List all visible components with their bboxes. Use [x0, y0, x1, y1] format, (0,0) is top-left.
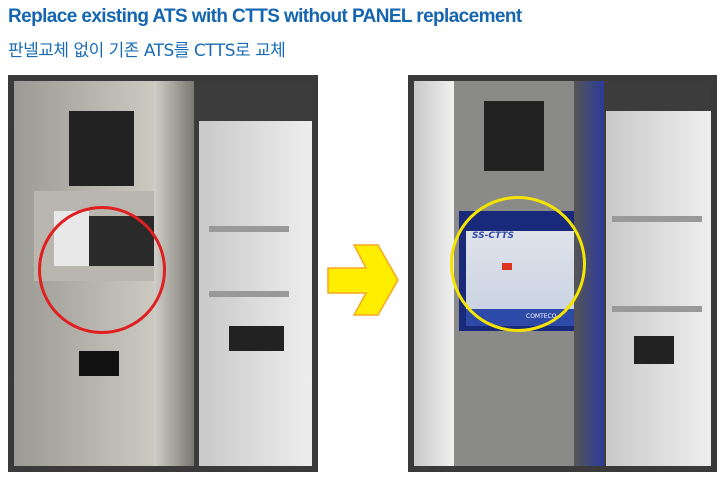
page-title: Replace existing ATS with CTTS without P… [8, 6, 522, 27]
page-subtitle: 판넬교체 없이 기존 ATS를 CTTS로 교체 [8, 41, 286, 61]
before-photo [8, 75, 318, 472]
highlight-circle [38, 206, 166, 334]
after-photo: SS-CTTS COMTECO [408, 75, 717, 472]
arrow-right-icon [327, 244, 399, 316]
highlight-circle [450, 196, 586, 332]
